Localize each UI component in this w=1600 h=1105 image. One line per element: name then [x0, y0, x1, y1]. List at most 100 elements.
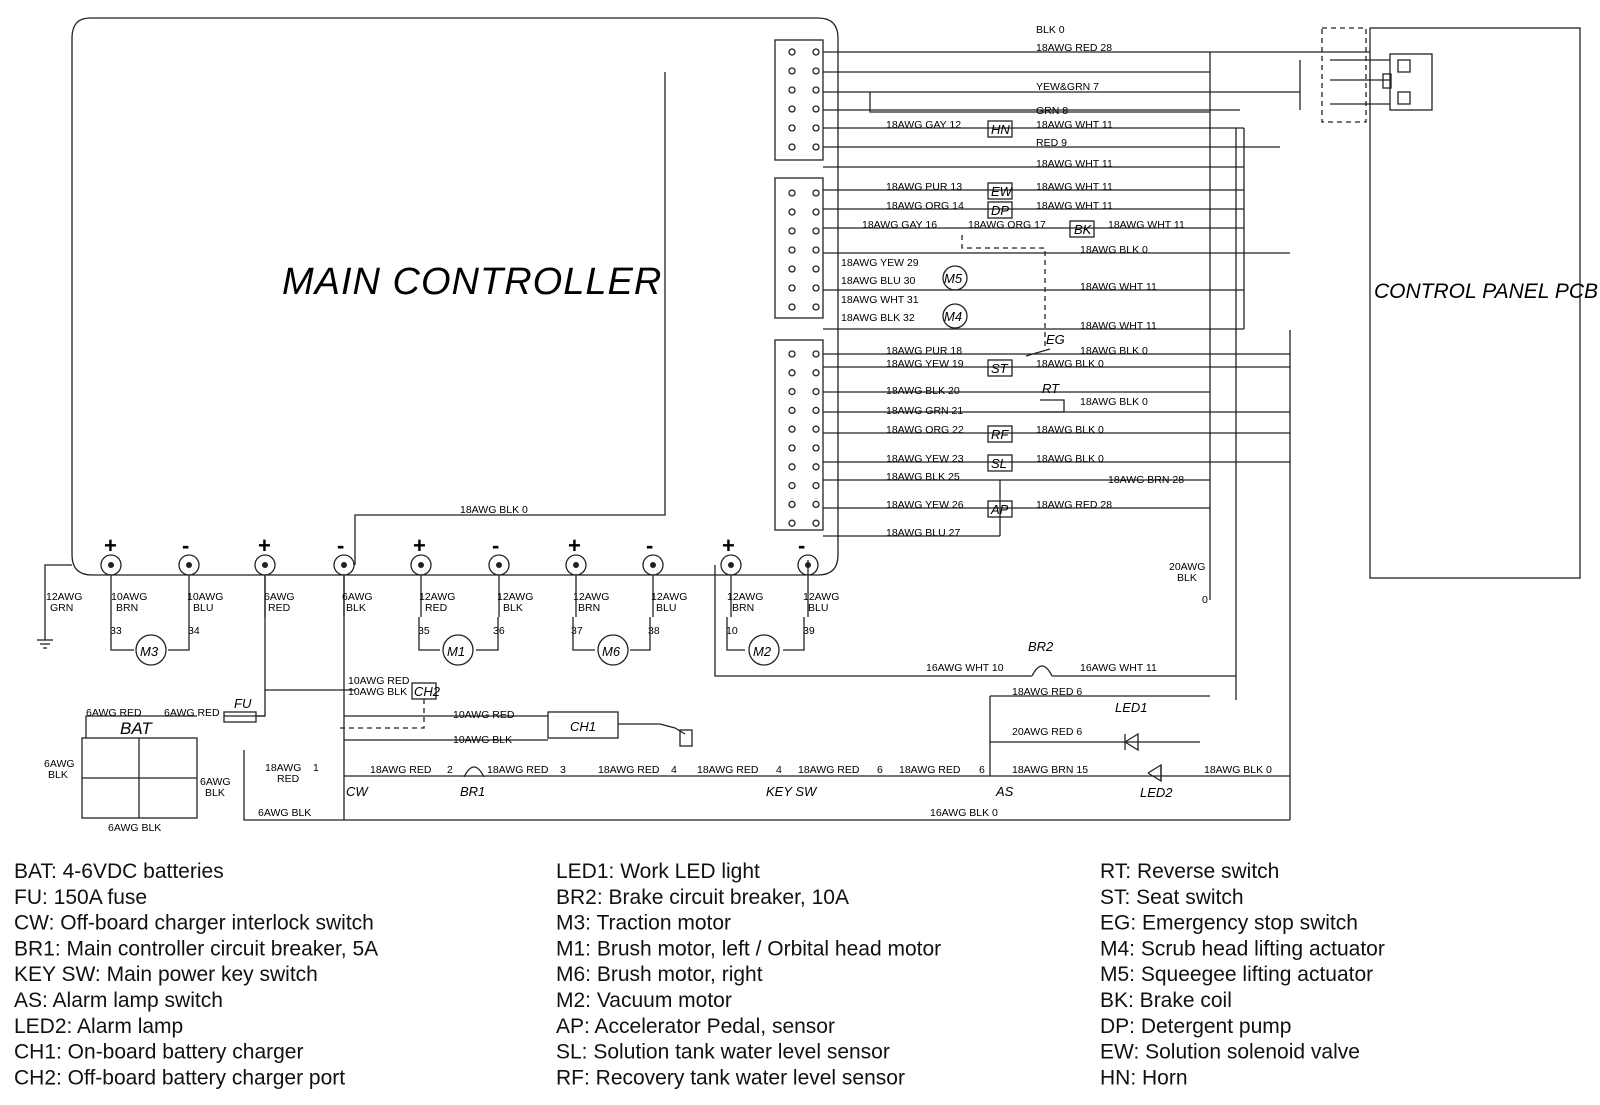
pin	[812, 519, 820, 527]
tw-color: BLU	[808, 602, 828, 614]
tw-num: 33	[110, 625, 122, 637]
wire-label: 18AWG YEW 19	[886, 358, 964, 370]
estop-tag: EG	[1046, 332, 1065, 347]
chain-label: 4	[776, 764, 782, 776]
pin	[812, 143, 820, 151]
m4-motor-circle	[942, 303, 968, 329]
tw-gauge: 10AWG	[187, 591, 223, 603]
tw-num: 38	[648, 625, 660, 637]
terminal-center	[728, 562, 734, 568]
pin	[812, 86, 820, 94]
wire-label: 18AWG BLU 30	[841, 275, 915, 287]
wire-label: 20AWG	[1169, 561, 1205, 573]
tw-gauge: 12AWG	[419, 591, 455, 603]
wire-label: 16AWG WHT 11	[1080, 662, 1157, 674]
pump-tag: DP	[991, 203, 1009, 218]
tw-gauge: 12AWG	[803, 591, 839, 603]
wire-label: 18AWG BLK 0	[1080, 396, 1148, 408]
pin	[788, 519, 796, 527]
power-terminals	[100, 554, 819, 617]
fuse: FU	[223, 696, 257, 723]
wire-label: 18AWG WHT 11	[1108, 219, 1185, 231]
reverse-switch-tag: RT	[1042, 381, 1060, 396]
wire	[243, 750, 1290, 821]
pin	[812, 124, 820, 132]
terminal-center	[262, 562, 268, 568]
reverse-switch	[1040, 399, 1065, 413]
m5-motor-circle	[942, 265, 968, 291]
wire-label: 18AWG ORG 14	[886, 200, 964, 212]
m2-label: M2	[753, 644, 772, 659]
chain-label: RED	[277, 773, 300, 785]
pcb-connector-key	[1382, 73, 1392, 89]
wire-label: BLK 0	[1036, 24, 1065, 36]
wire-label: 10AWG BLK	[348, 686, 407, 698]
tw-color: RED	[268, 602, 291, 614]
tw-color: BRN	[116, 602, 138, 614]
wire-label: BLK	[205, 787, 225, 799]
wire-label: 18AWG PUR 18	[886, 345, 962, 357]
tw-num: 10	[726, 625, 738, 637]
control-panel-box	[1369, 27, 1581, 579]
recovery-sensor-tag: RF	[991, 427, 1009, 442]
wire-label: 18AWG WHT 31	[841, 294, 919, 306]
pin	[812, 500, 820, 509]
tw-gauge: 12AWG	[651, 591, 687, 603]
tw-color: BRN	[732, 602, 754, 614]
seat-switch-component: ST	[987, 359, 1013, 377]
cw-tag: CW	[346, 784, 369, 799]
led2: LED2	[1140, 763, 1173, 800]
horn-tag: HN	[991, 122, 1010, 137]
wire-label: 18AWG GAY 12	[886, 119, 961, 131]
pin	[788, 444, 796, 452]
wire-label: 18AWG BLK 0	[460, 504, 528, 516]
m2-motor: M2	[726, 617, 805, 666]
terminal-sign: -	[337, 533, 344, 558]
tw-num: 36	[493, 625, 505, 637]
chain-label: 6	[979, 764, 985, 776]
br1-breaker	[463, 766, 485, 778]
terminal-labels: 12AWG GRN 10AWG BRN 33 10AWG BLU 34 6AWG…	[46, 591, 839, 637]
wire-label: 0	[1202, 594, 1208, 606]
wire-label: 18AWG BRN 15	[1012, 764, 1088, 776]
battery-pack: BAT	[81, 719, 198, 819]
wire-label: YEW&GRN 7	[1036, 81, 1099, 93]
br2-breaker: BR2	[1028, 639, 1054, 677]
terminal-sign: +	[722, 533, 735, 558]
m6-motor: M6	[572, 617, 651, 666]
pin	[812, 284, 820, 292]
tw-num: 35	[418, 625, 430, 637]
wire-label: 10AWG RED	[453, 709, 515, 721]
wire-label: GRN 8	[1036, 105, 1068, 117]
pin	[812, 350, 820, 358]
terminal-sign: +	[258, 533, 271, 558]
led2-tag: LED2	[1140, 785, 1173, 800]
pin	[788, 406, 796, 415]
pin	[788, 86, 796, 94]
terminal-sign: -	[798, 533, 805, 558]
chain-label: 18AWG RED	[697, 764, 759, 776]
pin	[788, 481, 796, 490]
pin	[788, 369, 796, 377]
wire-label: 18AWG BLK 0	[1036, 358, 1104, 370]
ch2-dashed-link	[340, 699, 425, 729]
wire-label: 6AWG	[44, 758, 75, 770]
wire-label: 6AWG RED	[164, 707, 220, 719]
wire-lines	[85, 51, 1390, 821]
ch1-charger: CH1	[547, 711, 693, 747]
ch2-tag: CH2	[414, 684, 441, 699]
wire-label: 18AWG PUR 13	[886, 181, 962, 193]
chain-label: 18AWG RED	[487, 764, 549, 776]
pin	[788, 284, 796, 292]
wire-label: 18AWG GAY 16	[862, 219, 937, 231]
chain-label: 18AWG RED	[370, 764, 432, 776]
estop-dashed-link	[961, 235, 1046, 350]
pin	[788, 124, 796, 132]
ch1-tag: CH1	[570, 719, 596, 734]
pcb-pin	[1397, 91, 1411, 105]
tw-gauge: 12AWG	[46, 591, 82, 603]
terminal-center	[805, 562, 811, 568]
pin	[788, 265, 796, 273]
